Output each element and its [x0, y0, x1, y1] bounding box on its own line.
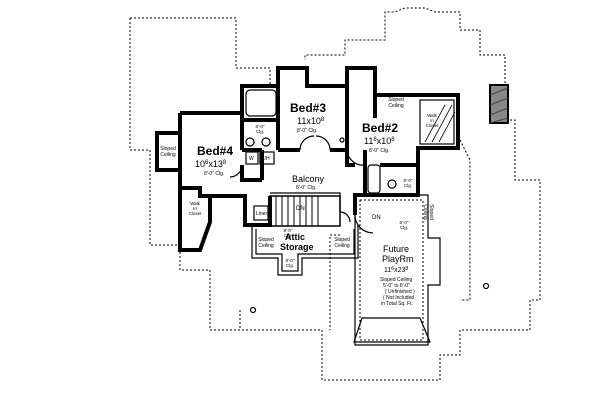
bed2-closet [419, 99, 455, 145]
closet-hatch [424, 104, 456, 143]
stair-well [269, 195, 341, 227]
attic-label-2: Storage [280, 242, 314, 252]
bed2-size: 118x108 [364, 136, 395, 146]
future-note-5: in Total Sq. Ft. [381, 301, 413, 307]
washer-label: W [249, 156, 254, 162]
stair-dn-label: DN [296, 206, 305, 212]
bed3-size: 11x108 [297, 116, 325, 126]
lower-floor-outline-inner [239, 139, 471, 330]
bed3-name: Bed#3 [290, 101, 326, 115]
balcony-rail [270, 192, 341, 212]
tub-bed2-bath [367, 164, 381, 194]
sloped-ceiling-future: SlopedCeiling [422, 204, 434, 220]
bed4-ceiling: 8'-0" Clg. [204, 171, 224, 177]
door-swing-future [354, 214, 374, 234]
marker-dot-1 [249, 306, 257, 314]
future-note-1: Sloped Ceiling [380, 277, 412, 283]
future-size: 116x238 [384, 266, 408, 274]
toilet-3 [387, 179, 397, 189]
toilet-2 [261, 137, 271, 147]
future-dn-label: DN [372, 215, 381, 221]
tub-bed3-bath [245, 89, 277, 117]
bed3-ceiling: 8'-0" Clg. [297, 128, 317, 134]
stair-treads [275, 196, 319, 226]
clg-label-attic-bottom: 8'-0"Clg. [286, 258, 295, 268]
balcony-ceiling: 8'-0" Clg. [296, 185, 316, 191]
future-label-2: PlayRm [382, 254, 414, 264]
bed3-bottom-wall [278, 148, 355, 167]
balcony-name: Balcony [292, 174, 325, 184]
attic-storage-inner [255, 229, 355, 272]
door-swing-bed4 [229, 164, 243, 178]
clg-label-attic-left: 8'-0"Clg. [284, 228, 293, 238]
clg-label-bed2-bath: 8'-0"Clg. [404, 178, 413, 188]
bed2-ceiling: 8'-0" Clg. [369, 148, 389, 154]
linen-closet [253, 205, 269, 221]
future-label-1: Future [383, 244, 409, 254]
linen-label: Linen [256, 211, 268, 217]
future-playrm-roof [353, 317, 431, 343]
future-playrm-wall [354, 194, 441, 346]
attic-label-1: Attic [285, 232, 305, 242]
lower-floor-outline-left [129, 7, 541, 381]
marker-dot-3 [339, 137, 345, 143]
clg-label-future-top: 8'-0"Clg. [400, 220, 409, 230]
closet-ch [259, 151, 275, 165]
bed2-name: Bed#2 [362, 121, 398, 135]
bath-walls [242, 86, 280, 180]
toilet-1 [245, 137, 255, 147]
marker-dot-2 [482, 282, 490, 290]
washer [245, 151, 259, 165]
door-swing-bed2 [346, 149, 366, 166]
future-playrm-inner [359, 199, 424, 341]
attic-storage-wall [251, 225, 359, 276]
future-note-4: ( Not Included [383, 295, 414, 301]
exterior-wall-left [178, 113, 272, 227]
bed4-closet-wall [178, 188, 212, 252]
bed4-name: Bed#4 [197, 144, 233, 158]
future-note-3: ( Unfinished ) [385, 289, 415, 295]
bed4-alcove-wall [155, 131, 180, 172]
bed4-size: 106x138 [195, 159, 227, 169]
ch-label: C/H [261, 156, 270, 162]
door-swing-attic [339, 211, 351, 223]
future-note-2: 5'-0" to 8'-0" [383, 283, 410, 289]
chimney-hatch [489, 87, 509, 124]
clg-label-bed3-bath: 8'-0"Clg. [256, 124, 265, 134]
door-swing-bed3 [299, 135, 331, 151]
